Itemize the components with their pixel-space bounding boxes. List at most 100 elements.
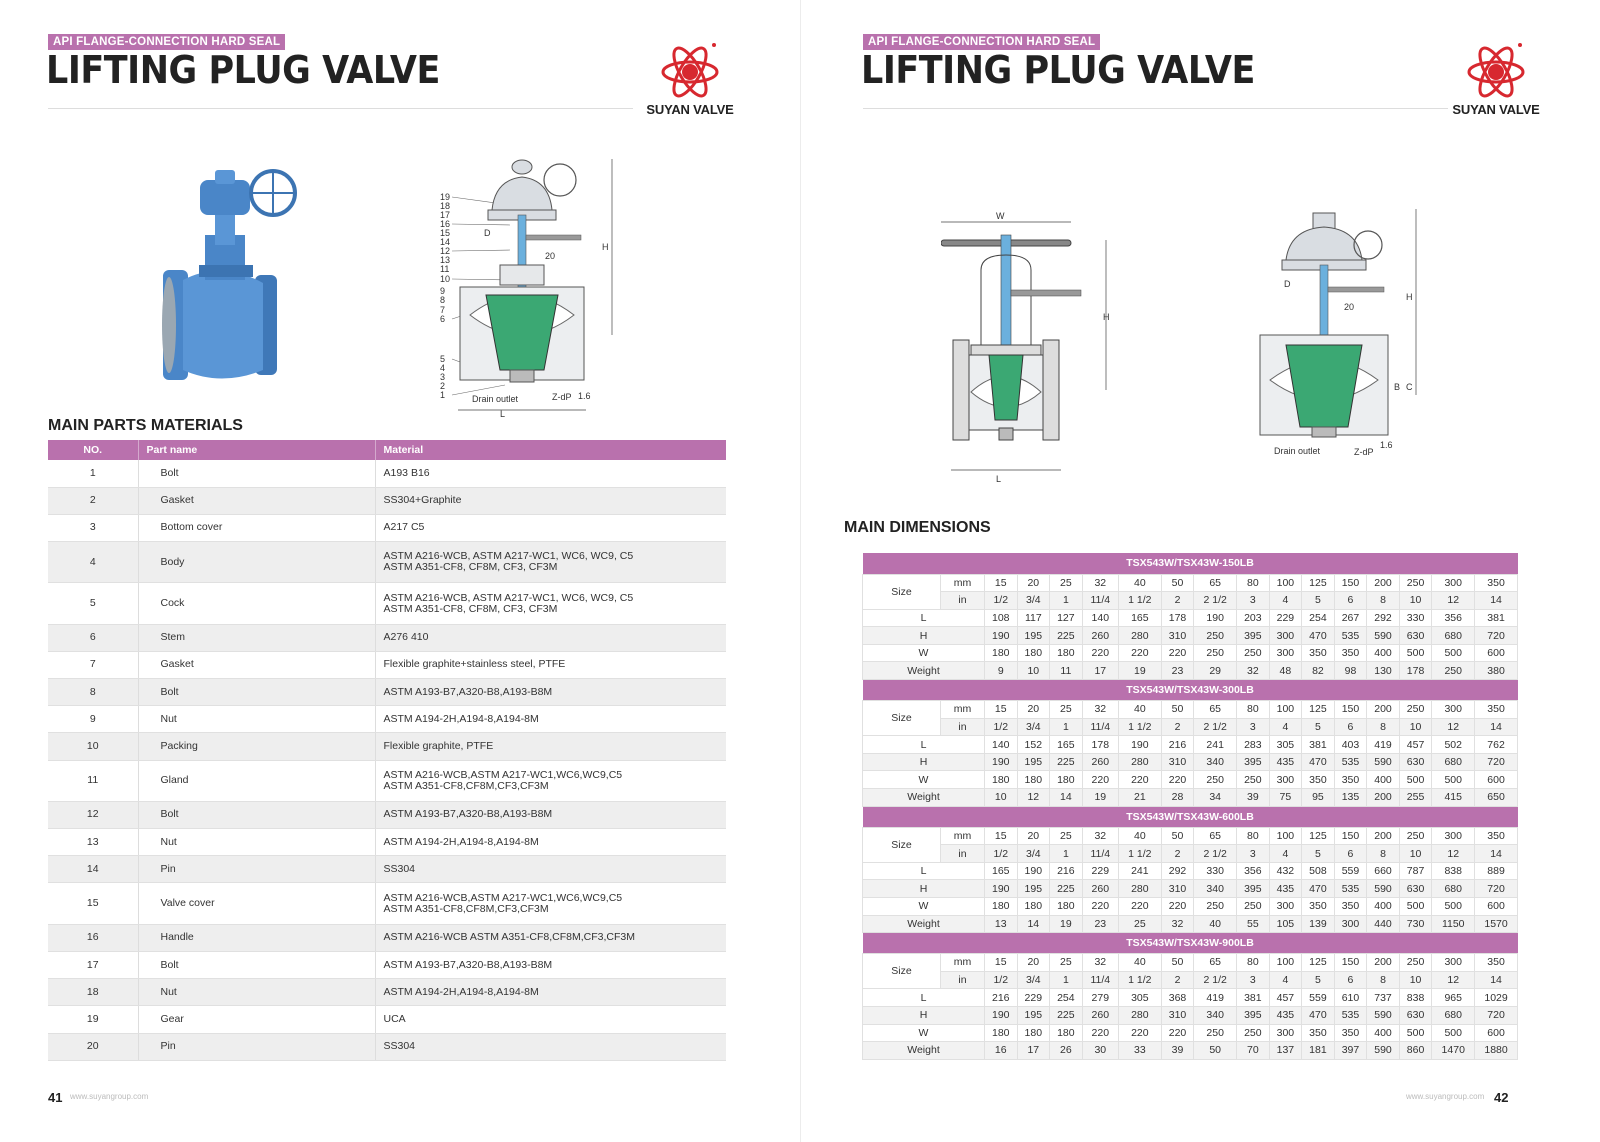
dimension-cell: 787: [1398, 861, 1433, 881]
dimension-cell: 680: [1431, 879, 1476, 898]
unit-mm: mm: [940, 826, 985, 846]
dimension-cell: 350: [1301, 1023, 1335, 1043]
dimension-cell: 190: [1193, 608, 1238, 628]
pressure-class-header: TSX543W/TSX43W-900LB: [862, 932, 1518, 954]
dimension-cell: 1150: [1431, 914, 1476, 934]
material-line: ASTM A351-CF8,CF8M,CF3,CF3M: [383, 902, 549, 915]
callout-16: 16: [440, 219, 450, 229]
dimension-cell: 435: [1268, 879, 1303, 898]
size-mm-cell: 40: [1117, 953, 1162, 972]
size-mm-cell: 25: [1049, 953, 1083, 972]
size-mm-cell: 32: [1081, 826, 1119, 846]
dimension-cell: 180: [984, 897, 1018, 916]
dimension-cell: 340: [1193, 879, 1238, 898]
material-line: Flexible graphite, PTFE: [383, 740, 494, 752]
material-line: ASTM A216-WCB,ASTM A217-WC1,WC6,WC9,C5: [383, 891, 623, 904]
size-mm-cell: 100: [1268, 573, 1303, 593]
dim-label-20: 20: [545, 251, 555, 261]
size-mm-cell: 200: [1366, 826, 1400, 846]
dimension-cell: 130: [1366, 661, 1400, 681]
size-in-cell: 5: [1301, 717, 1335, 737]
dimension-cell: 180: [1016, 1023, 1051, 1043]
unit-mm: mm: [940, 700, 985, 719]
title-divider: [863, 108, 1448, 109]
dimension-cell: 350: [1333, 643, 1368, 663]
size-in-cell: 2 1/2: [1193, 591, 1238, 610]
dimension-cell: 435: [1268, 1005, 1303, 1025]
size-in-cell: 11/4: [1081, 717, 1119, 737]
callout-5: 5: [440, 354, 445, 364]
size-in-cell: 2 1/2: [1193, 970, 1238, 990]
dimension-cell: 600: [1474, 770, 1518, 790]
row-label: L: [862, 735, 985, 754]
dimension-cell: 350: [1301, 643, 1335, 663]
dimension-cell: 225: [1049, 1005, 1083, 1025]
dimension-cell: 395: [1236, 626, 1270, 645]
size-in-cell: 1 1/2: [1117, 591, 1162, 610]
dimension-cell: 181: [1301, 1041, 1335, 1060]
dimension-cell: 630: [1398, 879, 1433, 898]
dimension-cell: 250: [1236, 643, 1270, 663]
dimension-cell: 28: [1160, 788, 1195, 807]
size-in-cell: 8: [1366, 970, 1400, 990]
material-line: ASTM A193-B7,A320-B8,A193-B8M: [383, 958, 553, 971]
brand-logo: SUYAN VALVE: [635, 40, 745, 117]
size-mm-cell: 250: [1398, 826, 1433, 846]
size-mm-cell: 350: [1474, 700, 1518, 719]
part-name: Nut: [138, 705, 376, 734]
part-number: 5: [48, 582, 139, 625]
size-mm-cell: 80: [1236, 573, 1270, 593]
category-badge: API FLANGE-CONNECTION HARD SEAL: [863, 34, 1101, 50]
valve-photo: [162, 169, 297, 380]
size-mm-cell: 15: [984, 573, 1018, 593]
dimension-cell: 470: [1301, 626, 1335, 645]
part-number: 13: [48, 828, 139, 857]
dimension-cell: 13: [984, 914, 1018, 934]
dim-label-roughness: 1.6: [1380, 440, 1393, 450]
size-in-cell: 11/4: [1081, 970, 1119, 990]
size-mm-cell: 150: [1333, 700, 1368, 719]
size-mm-cell: 125: [1301, 953, 1335, 972]
dimension-cell: 180: [984, 643, 1018, 663]
unit-mm: mm: [940, 573, 985, 593]
size-label: Size: [862, 700, 941, 737]
size-mm-cell: 200: [1366, 700, 1400, 719]
dimension-cell: 300: [1268, 626, 1303, 645]
dimension-cell: 220: [1117, 770, 1162, 790]
dimension-cell: 500: [1431, 897, 1476, 916]
dimension-cell: 457: [1268, 988, 1303, 1007]
dimension-cell: 559: [1301, 988, 1335, 1007]
size-in-cell: 3: [1236, 591, 1270, 610]
col-header-part-name: Part name: [138, 440, 376, 460]
dimension-cell: 137: [1268, 1041, 1303, 1060]
dimension-cell: 180: [1049, 1023, 1083, 1043]
size-in-cell: 8: [1366, 844, 1400, 863]
category-badge: API FLANGE-CONNECTION HARD SEAL: [48, 34, 286, 50]
dimension-cell: 260: [1081, 752, 1119, 772]
dimension-cell: 195: [1016, 879, 1051, 898]
size-mm-cell: 32: [1081, 573, 1119, 593]
dimension-cell: 225: [1049, 752, 1083, 772]
dim-label-d: D: [1284, 279, 1291, 289]
size-mm-cell: 65: [1193, 953, 1238, 972]
dimension-cell: 600: [1474, 1023, 1518, 1043]
dim-label-l: L: [500, 409, 505, 419]
dimension-cell: 395: [1236, 752, 1270, 772]
dimension-cell: 395: [1236, 1005, 1270, 1025]
dimension-cell: 300: [1268, 897, 1303, 916]
dimension-cell: 225: [1049, 626, 1083, 645]
dimension-cell: 470: [1301, 752, 1335, 772]
brand-name: SUYAN VALVE: [646, 102, 734, 117]
size-mm-cell: 25: [1049, 700, 1083, 719]
size-in-cell: 3: [1236, 844, 1270, 863]
dimension-cell: 470: [1301, 1005, 1335, 1025]
material-line: ASTM A351-CF8, CF8M, CF3, CF3M: [383, 602, 558, 615]
